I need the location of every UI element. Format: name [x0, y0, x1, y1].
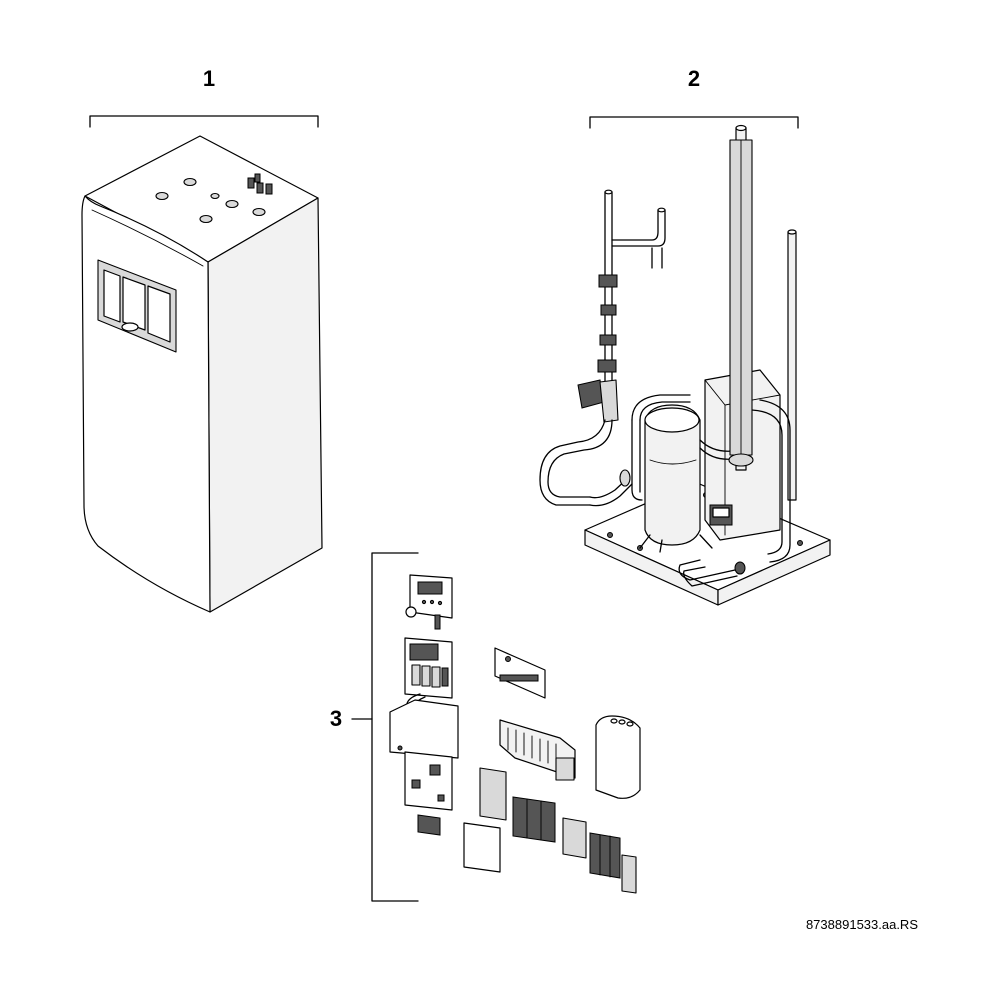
valve-2: [600, 304, 617, 316]
display-buttons: [421, 599, 443, 606]
pipe-connection-2: [183, 177, 197, 187]
plug-connector: [417, 814, 441, 836]
suction-loop: [631, 394, 691, 421]
control-panel-display-center: [122, 276, 146, 331]
callout-3: 3: [330, 552, 419, 902]
left-pipe-branch: [611, 209, 659, 241]
callout-1: 1: [89, 66, 319, 128]
cable-glands: [247, 173, 273, 195]
base-plate-side: [717, 539, 831, 606]
liquid-line: [678, 559, 736, 581]
pipe-connection-3: [225, 199, 239, 209]
accessory-pcb: [494, 647, 546, 699]
din-module-4: [562, 817, 587, 859]
hose-coupling: [619, 469, 631, 487]
valve-4: [597, 359, 617, 373]
mounting-plate: [389, 699, 459, 759]
rear-riser-pipe: [787, 231, 797, 501]
pipe-connection-4: [199, 214, 213, 224]
filter-dryer: [734, 561, 746, 575]
callout-1-label: 1: [203, 66, 215, 91]
display-screen: [417, 581, 443, 595]
control-knob: [121, 322, 139, 332]
housing-front-edge: [91, 209, 204, 267]
document-reference: 8738891533.aa.RS: [806, 917, 918, 932]
callout-1-bracket: [89, 115, 319, 128]
din-module-3: [512, 796, 556, 843]
control-panel-display-left: [103, 269, 121, 323]
rotary-knob: [405, 606, 417, 618]
compressor-body: [644, 404, 701, 546]
terminal-end-clamp: [555, 757, 575, 781]
indoor-unit-housing: [81, 135, 323, 613]
valve-3: [599, 334, 617, 346]
valve-1: [598, 274, 618, 288]
callout-2-label: 2: [688, 66, 700, 91]
main-pcb-chip: [409, 643, 439, 661]
main-pcb-relays: [411, 664, 449, 688]
callout-3-bracket: [371, 552, 419, 902]
flex-hose-1: [539, 419, 606, 506]
ribbon-connector: [434, 614, 441, 630]
pipe-connection-5: [252, 207, 266, 217]
pipe-connection-6: [210, 192, 220, 200]
compressor-assembly: [539, 124, 831, 606]
relay-cover-studs: [610, 718, 634, 727]
control-panel-display-right: [147, 285, 171, 343]
housing-side: [207, 197, 323, 613]
callout-2: 2: [589, 66, 799, 129]
compressor-top: [644, 407, 700, 433]
compressor-feet: [639, 534, 713, 553]
housing-front: [81, 195, 211, 613]
din-module-1: [479, 767, 507, 821]
callout-3-label: 3: [330, 706, 342, 731]
rear-bend-pipe: [759, 399, 791, 563]
terminal-block-slots: [507, 727, 557, 767]
din-module-6: [621, 854, 637, 894]
electrical-components: [389, 574, 641, 894]
din-module-2: [463, 822, 501, 873]
callout-2-bracket: [589, 116, 799, 129]
din-module-5: [589, 832, 621, 879]
relay-cover: [595, 715, 641, 799]
pipe-connection-1: [155, 191, 169, 201]
